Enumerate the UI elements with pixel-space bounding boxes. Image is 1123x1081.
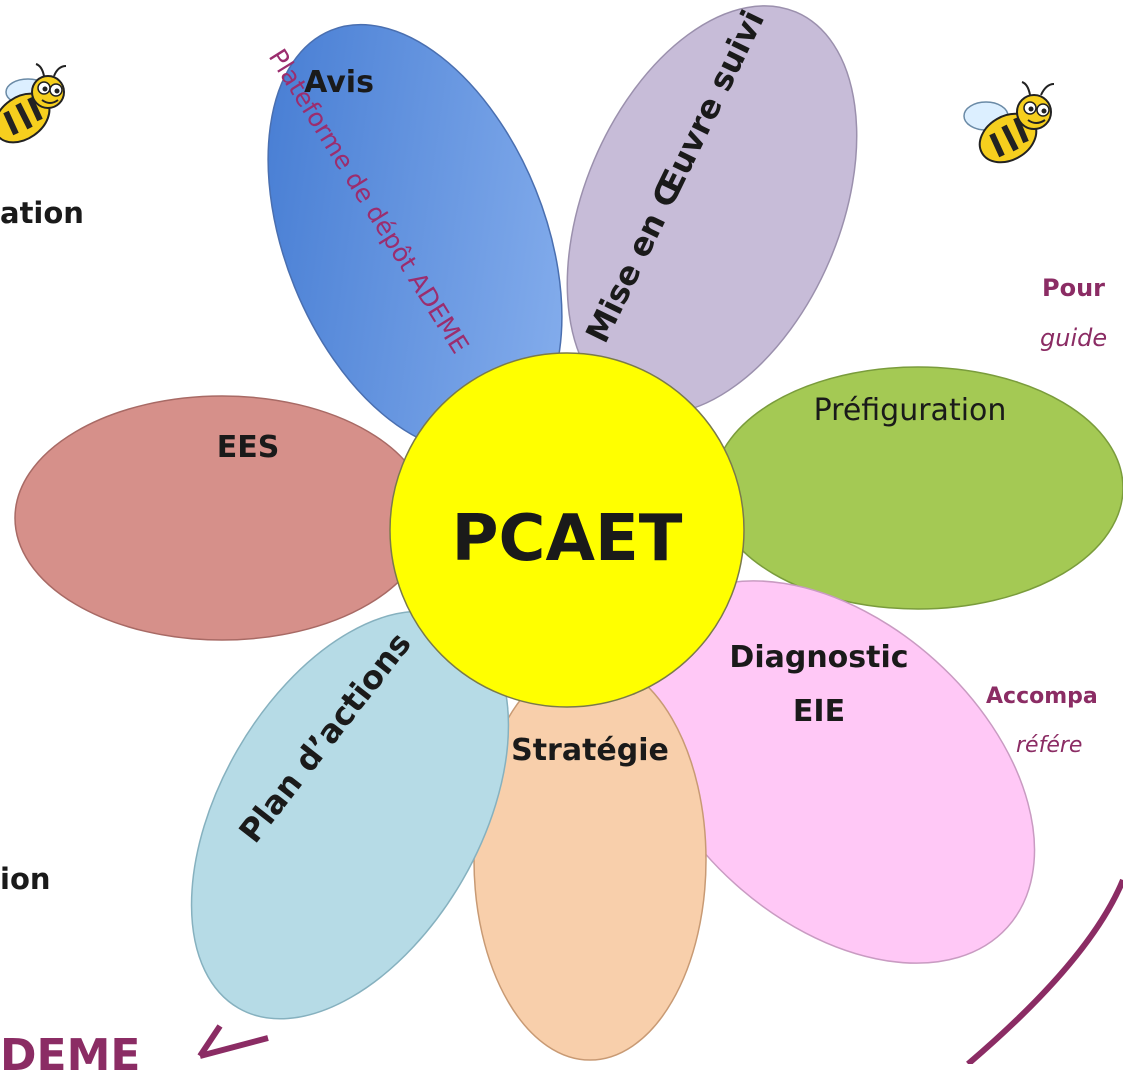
label-ees: EES — [217, 430, 280, 465]
edge-text-right-mid-bold: Accompa — [986, 684, 1098, 709]
edge-text-bottom-left: DEME — [0, 1030, 141, 1081]
label-prefiguration: Préfiguration — [814, 393, 1007, 428]
bee-icon — [0, 63, 67, 144]
label-strategie: Stratégie — [511, 733, 669, 768]
edge-text-right-mid-italic: référe — [1016, 733, 1083, 758]
edge-text-right-top-bold: Pour — [1042, 274, 1105, 302]
edge-text-left-bottom: ion — [0, 862, 51, 896]
label-diagnostic-line1: Diagnostic — [729, 640, 908, 675]
center-label: PCAET — [452, 502, 683, 576]
label-diagnostic-line2: EIE — [793, 694, 845, 729]
bee-icon — [963, 81, 1055, 164]
edge-text-right-top-italic: guide — [1040, 324, 1108, 352]
label-avis: Avis — [304, 65, 374, 100]
edge-text-left-top: ation — [0, 196, 84, 230]
center-circle — [389, 352, 745, 708]
arrow-head — [197, 1024, 269, 1059]
cycle-arc — [966, 878, 1123, 1064]
